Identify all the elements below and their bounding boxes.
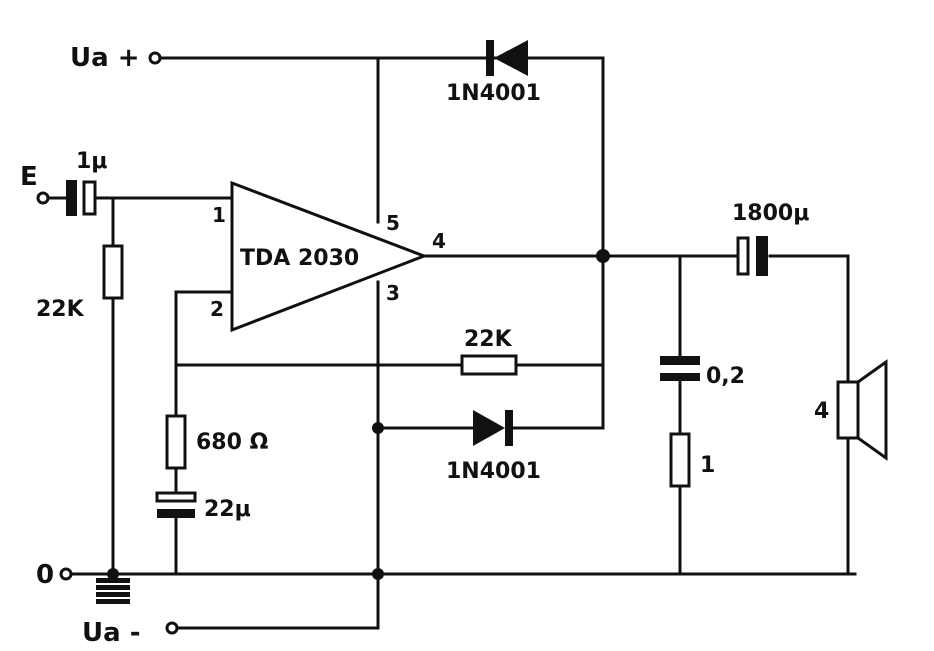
ic-name-label: TDA 2030 (240, 246, 359, 271)
junction-dot (107, 568, 119, 580)
pin-4-label: 4 (432, 229, 446, 253)
zobel-resistor-label: 1 (700, 453, 715, 478)
pin-2-label: 2 (210, 297, 224, 321)
diode-bottom-label: 1N4001 (446, 459, 541, 484)
ua-plus-label: Ua + (70, 43, 140, 73)
ground-terminal (59, 567, 73, 581)
feedback-resistor-label: 22K (464, 327, 513, 352)
zobel-cap-label: 0,2 (706, 364, 745, 389)
diode-top (486, 40, 528, 76)
ground-label: 0 (36, 560, 54, 590)
pin-5-label: 5 (386, 211, 400, 235)
feedback-resistor (460, 354, 518, 376)
feedback-cap-label: 22μ (204, 497, 251, 522)
speaker-icon (836, 359, 888, 461)
ua-minus-label: Ua - (82, 618, 141, 648)
input-resistor-label: 22K (36, 297, 85, 322)
feedback-r2-label: 680 Ω (196, 430, 269, 455)
junction-dot (372, 422, 384, 434)
diode-bottom (473, 410, 513, 446)
zobel-resistor (669, 432, 691, 488)
speaker-label: 4 (814, 399, 829, 424)
output-cap-label: 1800μ (732, 201, 809, 226)
wires (43, 56, 857, 630)
terminals (36, 51, 610, 635)
ua-plus-terminal (148, 51, 162, 65)
input-label: E (20, 162, 38, 192)
pin-3-label: 3 (386, 281, 400, 305)
input-resistor (102, 244, 124, 300)
ic-triangle (230, 180, 429, 333)
junction-dot (596, 249, 610, 263)
output-capacitor (736, 236, 768, 276)
input-capacitor (66, 180, 97, 216)
junction-dot (372, 568, 384, 580)
pin-1-label: 1 (212, 203, 226, 227)
input-cap-label: 1μ (76, 149, 108, 174)
feedback-r2 (165, 414, 187, 470)
feedback-capacitor (155, 491, 197, 518)
input-terminal (36, 191, 50, 205)
diode-top-label: 1N4001 (446, 81, 541, 106)
ua-minus-terminal (165, 621, 179, 635)
zobel-capacitor (660, 356, 700, 381)
ground-symbol (96, 578, 130, 604)
